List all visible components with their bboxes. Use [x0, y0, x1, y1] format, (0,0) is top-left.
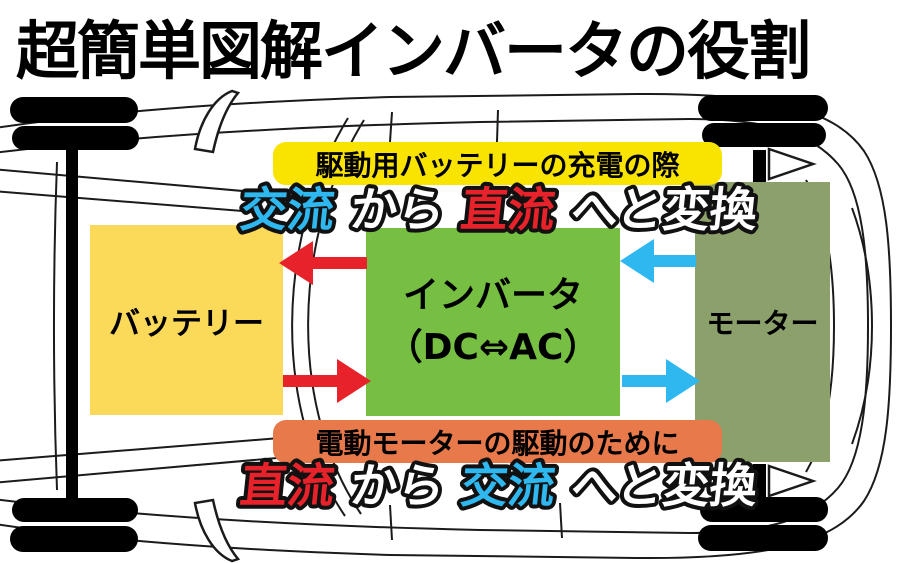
hood-line-3 [0, 437, 281, 462]
driving-banner-label: 電動モーターの駆動のために [315, 426, 680, 460]
wheel-front-left-outer [10, 97, 138, 123]
dc-to-ac-caption: 直流 から 交流 へと変換 [237, 459, 760, 514]
charging-banner: 駆動用バッテリーの充電の際 [273, 142, 722, 185]
ac-word-bottom: 交流 [458, 459, 558, 514]
inverter-label: インバータ [402, 275, 583, 316]
convert-word-bottom: へと変換 [568, 459, 760, 514]
roof-seam-top-2 [496, 109, 499, 143]
blue-arrow-motor-to-inverter-icon [620, 239, 696, 283]
kara-word-bottom: から [348, 459, 448, 514]
wheel-front-left-inner [12, 126, 139, 150]
hood-front-edge [53, 161, 58, 491]
wheel-front-right-outer [698, 95, 828, 121]
blue-arrow-inverter-to-motor-icon [622, 359, 700, 403]
red-arrow-inverter-to-battery-icon [279, 241, 367, 285]
driving-banner: 電動モーターの駆動のために [273, 420, 722, 463]
motor-label: モーター [706, 307, 819, 340]
dc-word-bottom: 直流 [237, 459, 337, 514]
axle-shaft-left [66, 150, 78, 500]
wheel-rear-left-outer [10, 526, 138, 552]
side-mirror-top [193, 89, 241, 154]
axle-stub-right-top [753, 150, 766, 183]
battery-box: バッテリー [90, 225, 283, 415]
hood-line-4 [0, 455, 301, 484]
rear-light-top [767, 147, 817, 181]
inverter-dc-ac-label: （DC⇔AC） [386, 327, 600, 368]
side-mirror-bottom [193, 498, 241, 563]
axle-stub-right-bottom [753, 464, 766, 500]
charging-banner-label: 駆動用バッテリーの充電の際 [315, 148, 680, 182]
wheel-rear-right-outer [698, 525, 828, 551]
wheel-front-right-inner [702, 123, 826, 147]
roof-seam-top-1 [389, 111, 393, 143]
inverter-box: インバータ （DC⇔AC） [366, 228, 620, 416]
motor-box: モーター [695, 182, 830, 462]
roof-seam-bottom-1 [389, 504, 393, 541]
hood-line-2 [0, 190, 281, 215]
red-arrow-battery-to-inverter-icon [283, 359, 371, 403]
wheel-rear-left-inner [12, 498, 138, 522]
wheel-rear-right-inner [700, 497, 828, 522]
page-title: 超簡単図解インバータの役割 [16, 14, 811, 88]
hood-line-1 [0, 168, 301, 197]
battery-label: バッテリー [109, 305, 264, 342]
rear-detail-curve [851, 207, 874, 445]
rear-light-bottom [767, 464, 817, 498]
roof-seam-bottom-2 [559, 502, 563, 539]
